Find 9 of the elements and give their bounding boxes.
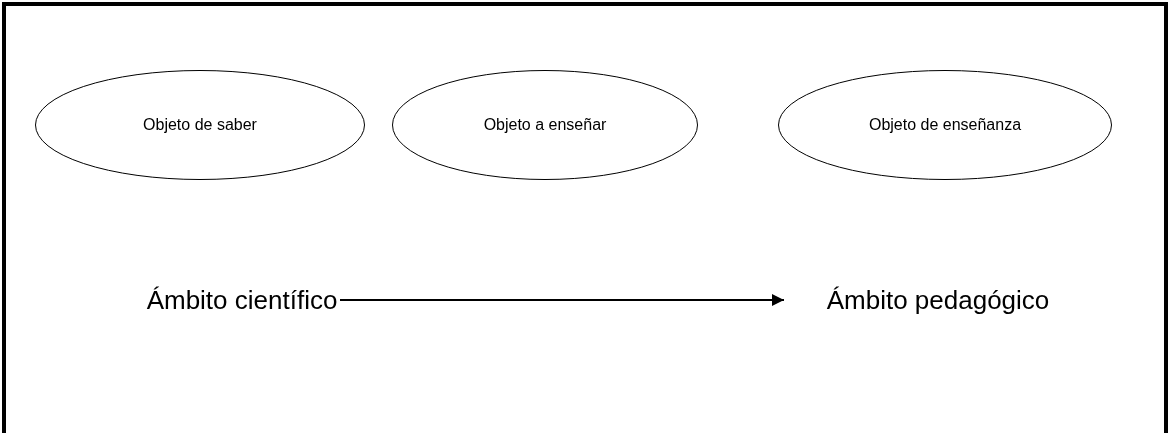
domain-label: Ámbito pedagógico <box>826 284 1050 316</box>
node-label: Objeto de saber <box>143 116 257 134</box>
node-label: Objeto de enseñanza <box>868 116 1022 134</box>
ellipse-node <box>778 70 1112 180</box>
ellipse-node <box>392 70 698 180</box>
ellipse-node <box>35 70 365 180</box>
domain-label: Ámbito científico <box>146 284 338 316</box>
node-label: Objeto a enseñar <box>483 116 607 134</box>
arrow <box>339 294 785 306</box>
